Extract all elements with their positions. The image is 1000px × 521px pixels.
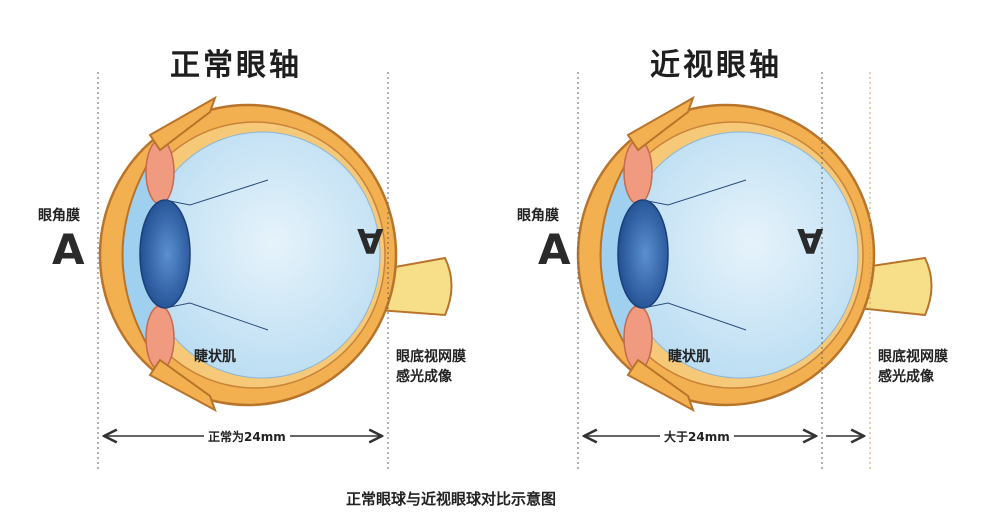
normal-axis-length: 正常为24mm: [204, 428, 290, 445]
retina-sublabel: 感光成像: [396, 369, 452, 385]
ciliary-muscle-label: 睫状肌: [668, 349, 710, 365]
retina-image-letter: A: [797, 220, 824, 260]
myopic-eye: [576, 95, 933, 413]
diagram-caption: 正常眼球与近视眼球对比示意图: [346, 490, 557, 508]
optic-nerve: [377, 256, 453, 317]
retina-label: 眼底视网膜: [396, 349, 466, 365]
myopic-axis-length: 大于24mm: [660, 428, 734, 445]
normal-eye: [98, 95, 453, 413]
object-letter: A: [52, 225, 85, 274]
retina-label: 眼底视网膜: [878, 349, 948, 365]
lens: [139, 199, 191, 309]
cornea-label: 眼角膜: [517, 208, 559, 224]
myopic-eye-title: 近视眼轴: [650, 48, 782, 83]
cornea-label: 眼角膜: [38, 208, 80, 224]
object-letter: A: [538, 225, 571, 274]
optic-nerve: [857, 256, 933, 317]
ciliary-muscle-label: 睫状肌: [194, 349, 236, 365]
guide-lines: [97, 72, 823, 470]
normal-eye-title: 正常眼轴: [170, 48, 302, 83]
retina-sublabel: 感光成像: [878, 369, 934, 385]
retina-image-letter: A: [357, 220, 384, 260]
lens: [617, 199, 669, 309]
